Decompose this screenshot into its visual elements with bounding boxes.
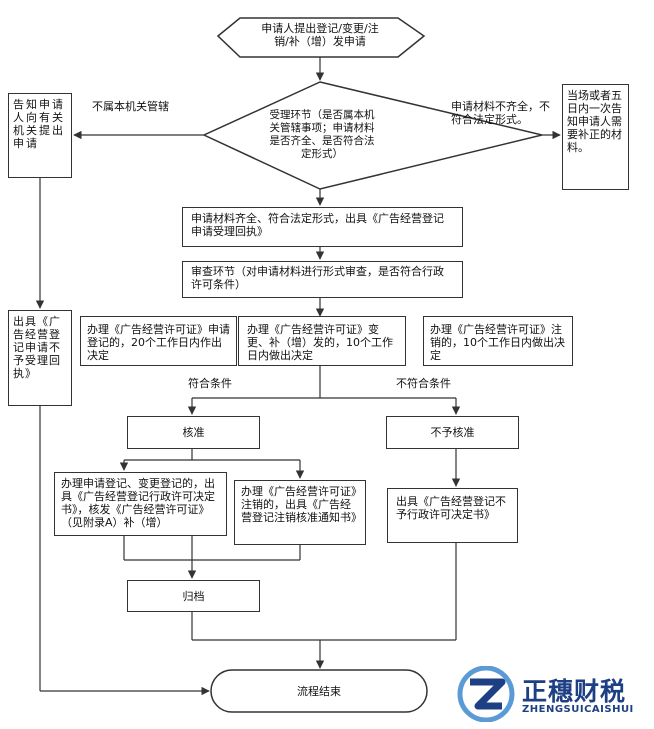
end-node: 流程结束	[297, 684, 341, 698]
edge-label-not-jurisdiction: 不属本机关管辖	[92, 100, 169, 113]
approve-registration-box: 办理申请登记、变更登记的，出具《广告经营登记行政许可决定书》，核发《广告经营许可…	[54, 472, 227, 536]
start-node: 申请人提出登记/变更/注销/补（增）发申请	[261, 22, 379, 48]
inform-other-agency-box: 告知申请人向有关机关提出申请	[8, 93, 72, 178]
approve-box: 核准	[127, 416, 260, 449]
handle-cancel-10-box: 办理《广告经营许可证》注销的，10个工作日内做出决定	[423, 316, 573, 366]
reject-box: 不予核准	[386, 416, 519, 449]
brand-logo: 正穗财税 ZHENGSUICAISHUI	[456, 666, 651, 722]
edge-label-qualified: 符合条件	[188, 377, 232, 390]
brand-logo-name-cn: 正穗财税	[522, 677, 627, 706]
reject-decision-box: 出具《广告经营登记不予行政许可决定书》	[387, 488, 518, 543]
brand-logo-name-en: ZHENGSUICAISHUI	[522, 704, 634, 715]
reception-decision: 受理环节（是否属本机关管辖事项；申请材料是否齐全、是否符合法定形式）	[269, 109, 375, 160]
edge-label-incomplete: 申请材料不齐全，不符合法定形式。	[451, 100, 550, 126]
archive-box: 归档	[127, 580, 260, 612]
review-box: 审查环节（对申请材料进行形式审查，是否符合行政许可条件）	[182, 261, 463, 298]
inform-supplement-box: 当场或者五日内一次告知申请人需要补正的材料。	[562, 84, 629, 190]
start-node-shape	[216, 17, 426, 58]
receipt-box: 申请材料齐全、符合法定形式，出具《广告经营登记申请受理回执》	[182, 207, 463, 247]
brand-logo-icon	[457, 666, 515, 722]
end-node-shape	[210, 669, 428, 713]
handle-license-20-box: 办理《广告经营许可证》申请登记的，20个工作日内作出决定	[80, 316, 237, 366]
edge-label-unqualified: 不符合条件	[396, 377, 451, 390]
handle-change-10-box: 办理《广告经营许可证》变更、补（增）发的，10个工作日内做出决定	[238, 316, 406, 366]
not-accepted-box: 出具《广告经营登记申请不予受理回执》	[8, 310, 72, 406]
approve-cancel-box: 办理《广告经营许可证》注销的，出具《广告经营登记注销核准通知书》	[234, 480, 366, 545]
